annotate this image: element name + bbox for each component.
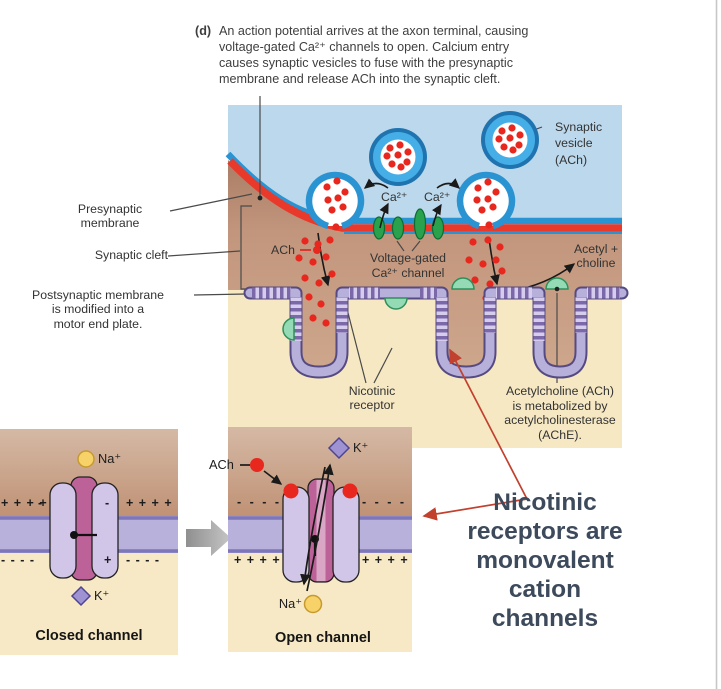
- charge-bottom-left-closed: - - - -: [1, 553, 36, 567]
- ache-dot: [554, 286, 560, 292]
- open-channel-protein: [282, 463, 360, 592]
- label-postsynaptic-membrane: Postsynaptic membrane is modified into a…: [32, 288, 164, 331]
- fused-vesicle-2: [456, 171, 516, 230]
- synaptic-vesicle-2: [481, 111, 539, 169]
- bound-ach-right: [342, 483, 358, 499]
- label-presynaptic-membrane: Presynaptic membrane: [77, 202, 143, 231]
- label-ach-open: ACh: [209, 457, 234, 472]
- postsynaptic-membrane-shape: [243, 286, 629, 379]
- sodium-ion-closed: [77, 450, 95, 468]
- label-k-open: K⁺: [353, 440, 369, 455]
- transition-arrow: [186, 520, 231, 556]
- charge-bottom-left-open: + + + +: [234, 553, 281, 567]
- charge-bottom-inner-closed: +: [104, 553, 113, 567]
- charge-top-left-open: - - - -: [237, 495, 282, 509]
- caption-prefix: (d): [195, 24, 212, 38]
- label-voltage-gated-channel: Voltage-gated Ca²⁺ channel: [370, 251, 446, 280]
- label-k-closed: K⁺: [94, 588, 110, 603]
- potassium-ion-closed: [70, 585, 92, 607]
- closed-channel-protein: [49, 476, 119, 581]
- ach-molecule-open: [250, 458, 264, 472]
- charge-top-right-open: - - - -: [362, 495, 407, 509]
- sodium-ion-open: [303, 594, 323, 614]
- synaptic-cleft-region: [228, 160, 622, 366]
- voltage-gated-ca-channels: [372, 208, 445, 240]
- caption-body: An action potential arrives at the axon …: [219, 24, 529, 86]
- charge-top-right-closed: + + + +: [126, 496, 173, 510]
- charge-bottom-right-closed: - - - -: [126, 553, 161, 567]
- title-open-channel: Open channel: [275, 630, 371, 646]
- label-synaptic-vesicle: Synaptic vesicle (ACh): [555, 120, 603, 167]
- label-ache-note: Acetylcholine (ACh) is metabolized by ac…: [504, 384, 616, 442]
- label-nicotinic-receptor: Nicotinic receptor: [348, 384, 396, 413]
- ach-pointer-dot: [313, 246, 321, 254]
- label-na-closed: Na⁺: [98, 451, 122, 466]
- synaptic-vesicle-1: [369, 128, 427, 186]
- label-ca-1: Ca²⁺: [381, 190, 408, 204]
- charge-bottom-right-open: + + + +: [362, 553, 409, 567]
- ach-dots: [295, 236, 506, 327]
- nicotinic-receptor-ribs: [252, 287, 620, 341]
- membrane-dot: [257, 195, 263, 201]
- annotation-arrows: [422, 348, 528, 521]
- charge-top-inner-left-closed: -: [38, 496, 44, 510]
- title-closed-channel: Closed channel: [35, 628, 143, 644]
- main-diagram: [167, 96, 629, 448]
- label-ca-2: Ca²⁺: [424, 190, 451, 204]
- potassium-ion-open: [327, 436, 351, 460]
- label-acetyl-choline: Acetyl + choline: [573, 242, 619, 271]
- highlight-frame: [36, 15, 650, 394]
- statement-text: Nicotinic receptors are monovalent catio…: [467, 489, 623, 632]
- fused-vesicle-1: [305, 171, 365, 231]
- charge-top-inner-right-closed: -: [105, 496, 111, 510]
- label-synaptic-cleft: Synaptic cleft: [94, 248, 168, 262]
- caption-text: (d) An action potential arrives at the a…: [195, 24, 551, 88]
- label-na-open: Na⁺: [278, 596, 302, 611]
- closed-channel-panel: [0, 429, 178, 655]
- ache-enzymes: [282, 277, 569, 341]
- open-channel-panel: [228, 427, 412, 652]
- charge-top-left-closed: + + + +: [1, 496, 48, 510]
- label-ach: ACh: [271, 243, 295, 257]
- bound-ach-left: [283, 483, 299, 499]
